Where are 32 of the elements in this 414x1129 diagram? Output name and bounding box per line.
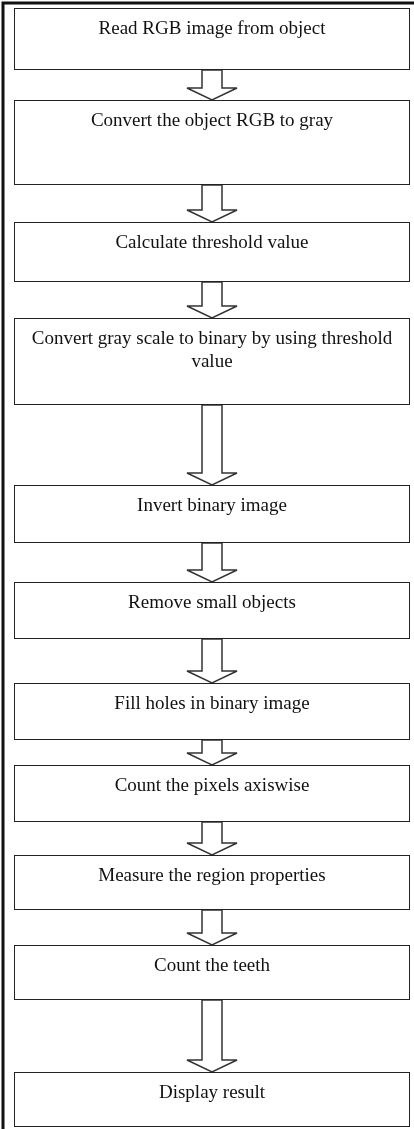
step-text: Remove small objects bbox=[128, 591, 296, 614]
step-text: Display result bbox=[158, 1081, 266, 1104]
step-text: Measure the region properties bbox=[98, 864, 326, 887]
process-box bbox=[14, 683, 410, 740]
process-box bbox=[14, 765, 410, 822]
process-box bbox=[14, 318, 410, 405]
process-box bbox=[14, 8, 410, 70]
hollow-arrow bbox=[186, 821, 238, 856]
process-box bbox=[14, 945, 410, 1000]
process-box bbox=[14, 100, 410, 185]
hollow-arrow bbox=[186, 542, 238, 583]
hollow-arrow bbox=[186, 404, 238, 486]
hollow-arrow bbox=[186, 638, 238, 684]
step-text: Fill holes in binary image bbox=[114, 692, 310, 715]
step-text: Calculate threshold value bbox=[115, 231, 309, 254]
hollow-arrow bbox=[186, 909, 238, 946]
hollow-arrow bbox=[186, 184, 238, 223]
step-text: Convert gray scale to binary by using threshold value bbox=[30, 327, 394, 373]
step-text: Read RGB image from object bbox=[98, 17, 326, 40]
step-text: Invert binary image bbox=[137, 494, 287, 517]
step-text: Count the teeth bbox=[153, 954, 271, 977]
hollow-arrow bbox=[186, 69, 238, 101]
step-text: Count the pixels axiswise bbox=[114, 774, 310, 797]
process-box bbox=[14, 582, 410, 639]
process-box bbox=[14, 855, 410, 910]
process-box bbox=[14, 485, 410, 543]
hollow-arrow bbox=[186, 999, 238, 1073]
process-box bbox=[14, 222, 410, 282]
hollow-arrow bbox=[186, 739, 238, 766]
step-text: Convert the object RGB to gray bbox=[90, 109, 334, 132]
process-box bbox=[14, 1072, 410, 1127]
hollow-arrow bbox=[186, 281, 238, 319]
